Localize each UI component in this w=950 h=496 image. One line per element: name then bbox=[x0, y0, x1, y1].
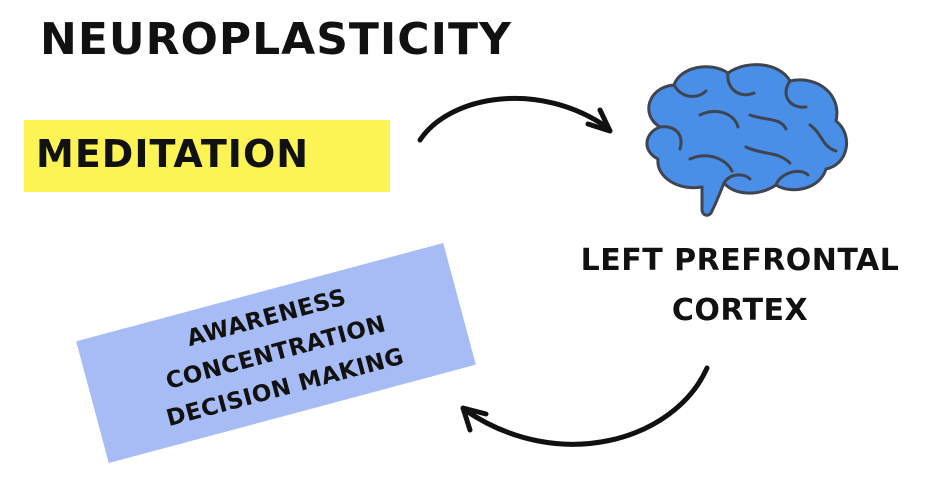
brain-fold bbox=[784, 79, 808, 109]
brain-fold bbox=[774, 169, 810, 187]
meditation-label: MEDITATION bbox=[36, 132, 310, 176]
bottom-arrow-head bbox=[460, 405, 489, 433]
top-arrow-head bbox=[585, 107, 613, 134]
brain-fold bbox=[726, 71, 756, 97]
brain-outline bbox=[645, 63, 848, 217]
brain-fold bbox=[808, 123, 838, 153]
bottom-arrow-curve bbox=[462, 365, 710, 447]
brain-fold bbox=[672, 83, 708, 98]
brain-fold bbox=[722, 173, 752, 185]
top-arrow-curve bbox=[417, 95, 611, 143]
brain-fold bbox=[748, 113, 788, 131]
meditation-highlight bbox=[24, 120, 390, 192]
brain-region-label: LEFT PREFRONTAL CORTEX bbox=[545, 236, 935, 336]
brain-fold bbox=[658, 125, 683, 151]
brain-fold bbox=[744, 145, 792, 165]
brain-fold bbox=[688, 154, 734, 173]
bottom-arrow bbox=[460, 365, 710, 447]
top-arrow bbox=[417, 95, 613, 143]
brain-label-line-1: LEFT PREFRONTAL bbox=[580, 243, 900, 278]
brain-fold bbox=[698, 110, 740, 129]
brain-label-line-2: CORTEX bbox=[671, 293, 809, 328]
diagram-title: NEUROPLASTICITY bbox=[40, 14, 512, 65]
brain-icon bbox=[645, 63, 848, 217]
